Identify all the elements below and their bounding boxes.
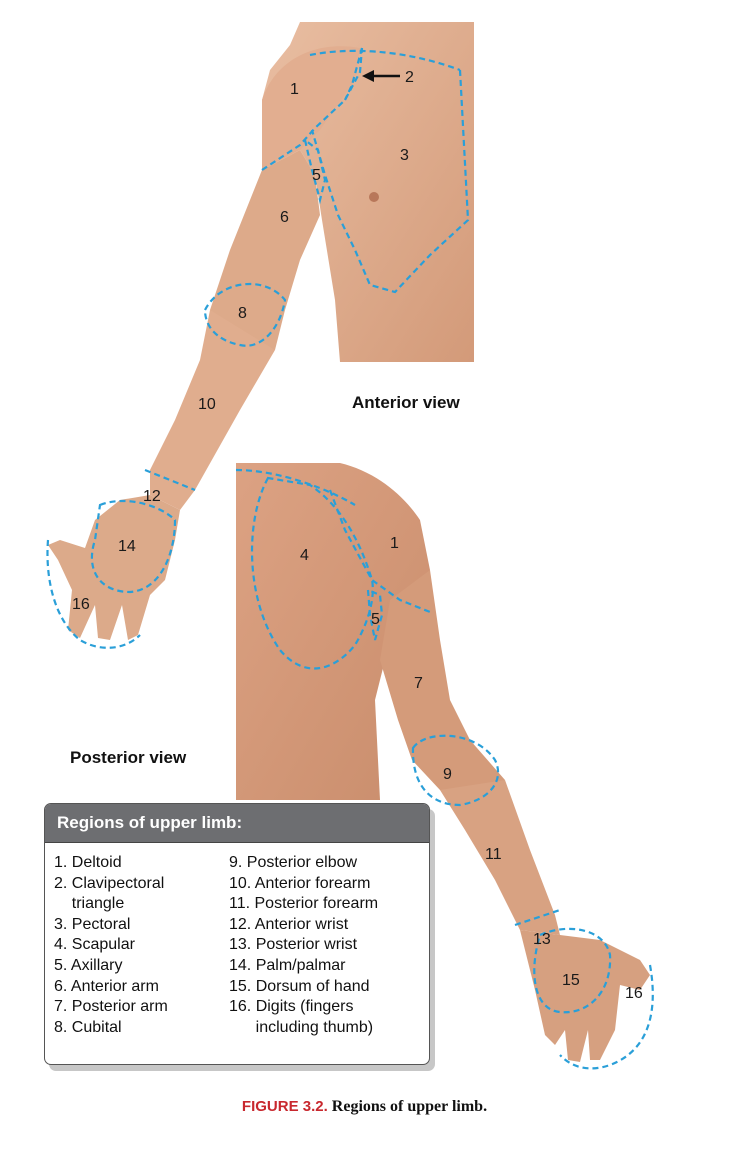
boundary-pectoral xyxy=(310,69,470,294)
anterior-label-axillary: 5 xyxy=(312,167,321,184)
boundary-deltoid-posterior xyxy=(328,489,431,614)
anterior-label-anterior-forearm: 10 xyxy=(198,396,216,413)
anterior-label-deltoid: 1 xyxy=(290,81,299,98)
boundary-cubital xyxy=(203,282,287,347)
anterior-arm xyxy=(210,150,320,350)
posterior-label-posterior-wrist: 13 xyxy=(533,931,551,948)
legend-column-left: 1. Deltoid 2. Clavipectoral triangle 3. … xyxy=(54,853,229,1038)
boundary-deltoid-anterior xyxy=(261,47,364,171)
posterior-label-dorsum: 15 xyxy=(562,972,580,989)
legend-item: 16. Digits (fingers xyxy=(229,998,354,1016)
anterior-shoulder xyxy=(262,46,360,171)
anterior-hand xyxy=(48,495,180,640)
legend-item: 4. Scapular xyxy=(54,936,135,954)
boundary-axillary-posterior xyxy=(366,588,384,641)
anterior-arrow xyxy=(362,70,400,82)
posterior-view-title: Posterior view xyxy=(70,748,187,767)
legend-item: 7. Posterior arm xyxy=(54,998,168,1016)
posterior-label-deltoid: 1 xyxy=(390,535,399,552)
legend-item: 8. Cubital xyxy=(54,1018,122,1036)
caption-label: FIGURE 3.2. xyxy=(241,1098,328,1115)
caption-text: Regions of upper limb. xyxy=(331,1098,488,1115)
legend-item: 14. Palm/palmar xyxy=(229,956,346,974)
posterior-label-digits: 16 xyxy=(625,985,643,1002)
boundary-digits-anterior xyxy=(46,539,141,649)
boundary-dorsum xyxy=(533,927,612,1014)
posterior-label-axillary: 5 xyxy=(371,611,380,628)
nipple-marker xyxy=(369,192,379,202)
legend-item: including thumb) xyxy=(229,1018,374,1036)
posterior-arm xyxy=(380,570,505,800)
anterior-label-digits: 16 xyxy=(72,596,90,613)
anterior-label-pectoral: 3 xyxy=(400,147,409,164)
anterior-label-cubital: 8 xyxy=(238,305,247,322)
legend-title: Regions of upper limb: xyxy=(45,804,429,843)
boundary-palm xyxy=(90,499,177,594)
legend-item: 1. Deltoid xyxy=(54,854,122,871)
anterior-view-image xyxy=(48,22,474,640)
posterior-label-scapular: 4 xyxy=(300,547,309,564)
posterior-forearm xyxy=(440,780,560,935)
regions-legend: Regions of upper limb: 1. Deltoid 2. Cla… xyxy=(44,803,430,1065)
anterior-region-labels: 1 2 3 5 6 8 10 12 14 16 xyxy=(72,69,414,613)
anterior-label-anterior-arm: 6 xyxy=(280,209,289,226)
legend-item: 11. Posterior forearm xyxy=(229,895,379,913)
anterior-forearm xyxy=(150,310,275,510)
anterior-view-title: Anterior view xyxy=(352,393,460,412)
anterior-label-anterior-wrist: 12 xyxy=(143,488,161,505)
legend-item: 6. Anterior arm xyxy=(54,977,159,995)
boundary-clavicle xyxy=(309,49,461,72)
boundary-posterior-wrist xyxy=(514,908,561,927)
posterior-view-image xyxy=(236,463,650,1062)
anterior-boundaries xyxy=(46,47,470,649)
legend-item: 2. Clavipectoral xyxy=(54,874,165,892)
legend-item: 15. Dorsum of hand xyxy=(229,977,370,995)
boundary-scapular xyxy=(250,476,374,670)
posterior-label-posterior-elbow: 9 xyxy=(443,766,452,783)
legend-item: 13. Posterior wrist xyxy=(229,936,358,954)
boundary-anterior-wrist xyxy=(144,468,196,492)
boundary-digits-posterior xyxy=(559,964,654,1070)
posterior-hand xyxy=(520,930,650,1062)
legend-item: 12. Anterior wrist xyxy=(229,915,349,933)
legend-item: 10. Anterior forearm xyxy=(229,874,371,892)
legend-item: 3. Pectoral xyxy=(54,915,131,933)
boundary-axillary xyxy=(303,137,327,205)
legend-column-right: 9. Posterior elbow 10. Anterior forearm … xyxy=(229,853,424,1038)
figure-caption: FIGURE 3.2. Regions of upper limb. xyxy=(0,1098,729,1116)
legend-item: 9. Posterior elbow xyxy=(229,854,358,871)
posterior-region-labels: 1 4 5 7 9 11 13 15 16 xyxy=(300,535,643,1002)
posterior-label-posterior-forearm: 11 xyxy=(485,846,502,863)
legend-item: triangle xyxy=(54,895,125,913)
boundary-clavipectoral xyxy=(344,47,364,101)
legend-item: 5. Axillary xyxy=(54,956,123,974)
anterior-label-palm: 14 xyxy=(118,538,136,555)
boundary-shoulder-top xyxy=(235,468,356,506)
anterior-label-clavipectoral: 2 xyxy=(405,69,414,86)
posterior-torso xyxy=(236,463,430,800)
posterior-label-posterior-arm: 7 xyxy=(414,675,423,692)
posterior-boundaries xyxy=(235,468,654,1070)
